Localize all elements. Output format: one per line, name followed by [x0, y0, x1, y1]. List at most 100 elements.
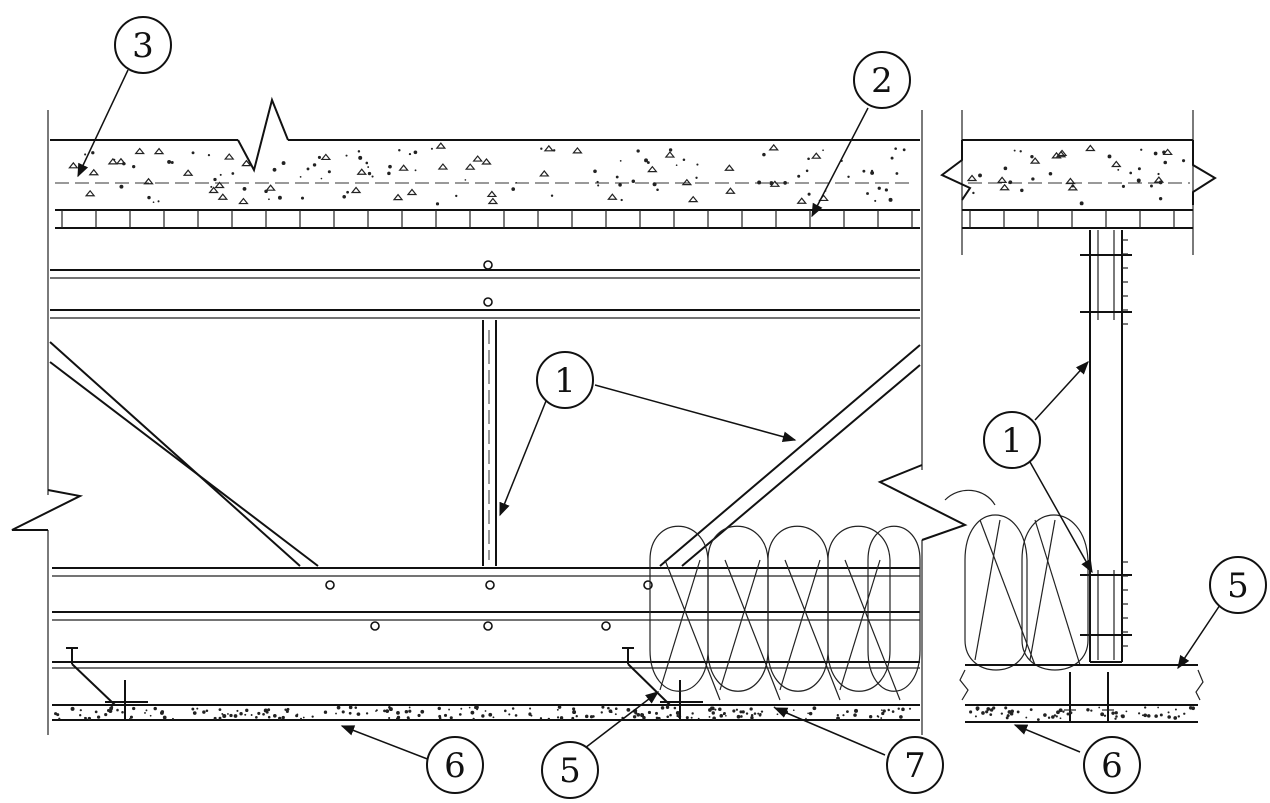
hatch-mark: [153, 706, 157, 711]
hatch-mark: [854, 708, 859, 713]
hatch-mark: [106, 709, 110, 713]
hatch-mark: [822, 149, 824, 152]
hatch-mark: [769, 181, 774, 186]
hatch-mark: [596, 180, 599, 184]
furring-channel: [52, 661, 920, 706]
hatch-mark: [685, 716, 689, 720]
hatch-mark: [327, 170, 331, 174]
hatch-mark: [529, 707, 532, 710]
hatch-mark: [975, 706, 980, 711]
hatch-mark: [488, 712, 493, 717]
hatch-mark: [902, 148, 906, 152]
hatch-mark: [669, 713, 672, 717]
hatch-mark: [113, 158, 116, 161]
callout-2-label: 2: [871, 61, 893, 101]
hatch-mark: [388, 164, 392, 169]
hatch-mark: [760, 710, 764, 713]
hatch-mark: [437, 706, 441, 711]
hatch-mark: [640, 712, 643, 715]
hatch-mark: [408, 717, 410, 720]
hatch-mark: [589, 715, 594, 719]
hatch-mark: [697, 717, 700, 720]
hatch-mark: [244, 713, 247, 716]
hatch-mark: [145, 709, 148, 712]
hatch-mark: [268, 198, 270, 201]
hatch-mark: [877, 186, 881, 190]
hatch-mark: [213, 177, 217, 182]
hatch-mark: [986, 707, 991, 711]
hatch-mark: [398, 164, 409, 171]
hatch-mark: [736, 714, 741, 719]
hatch-mark: [695, 176, 698, 179]
hatch-mark: [149, 714, 152, 717]
hatch-mark: [972, 191, 975, 195]
hatch-mark: [515, 181, 518, 184]
hatch-mark: [608, 709, 613, 713]
hatch-mark: [514, 714, 518, 717]
hatch-mark: [383, 709, 386, 713]
hatch-mark: [107, 157, 119, 165]
joist-web-members: [49, 320, 921, 567]
hatch-mark: [725, 187, 736, 194]
hatch-mark: [539, 717, 543, 720]
hatch-mark: [227, 713, 229, 715]
hatch-mark: [250, 714, 253, 716]
callout-1-main-label: 1: [554, 361, 576, 401]
hatch-mark: [267, 715, 271, 719]
hatch-mark: [406, 188, 418, 196]
hatch-mark: [1067, 183, 1079, 191]
hatch-mark: [797, 174, 801, 178]
hatch-mark: [300, 717, 302, 720]
hatch-mark: [644, 158, 648, 163]
leader-3: [77, 69, 129, 178]
hatch-mark: [660, 706, 665, 710]
joist-top-chord: [50, 260, 920, 319]
hatch-mark: [162, 715, 167, 720]
hatch-mark: [1120, 714, 1124, 718]
bottom-chord-bolt: [370, 621, 380, 631]
callout-6-side: 6: [1083, 736, 1141, 794]
hatch-mark: [735, 708, 739, 711]
hatch-mark: [443, 713, 448, 717]
hatch-mark: [229, 713, 233, 718]
ceiling-board: [52, 705, 920, 721]
hatch-mark: [481, 714, 485, 718]
hatch-mark: [273, 713, 277, 718]
hatch-mark: [1154, 714, 1158, 718]
hatch-mark: [1136, 178, 1141, 183]
hatch-mark: [320, 153, 332, 161]
hatch-mark: [966, 174, 978, 182]
hatch-mark: [757, 712, 760, 715]
hatch-mark: [356, 168, 367, 175]
hatch-mark: [392, 193, 404, 201]
hatch-mark: [346, 190, 349, 194]
hatch-mark: [1107, 154, 1112, 159]
hatch-mark: [1182, 159, 1186, 163]
hatch-mark: [1025, 716, 1028, 719]
hatch-mark: [265, 710, 269, 714]
side-ceiling-board: [965, 672, 1198, 723]
hatch-mark: [666, 715, 669, 719]
hatch-mark: [408, 706, 411, 709]
callout-1-side: 1: [983, 411, 1041, 469]
hatch-mark: [472, 155, 483, 162]
leader-lines: [77, 69, 1221, 761]
hatch-mark: [1174, 708, 1177, 711]
callout-7: 7: [886, 736, 944, 794]
hatch-mark: [572, 707, 576, 711]
hatch-mark: [690, 716, 693, 719]
hatch-mark: [56, 713, 60, 717]
callout-1-main: 1: [536, 351, 594, 409]
hatch-mark: [732, 709, 736, 713]
top-chord-bolt: [483, 297, 493, 307]
hatch-mark: [335, 712, 337, 715]
hatch-mark: [556, 716, 560, 719]
hatch-mark: [1036, 718, 1040, 722]
bottom-chord-bolt: [483, 621, 493, 631]
hatch-mark: [306, 167, 310, 171]
hatch-mark: [233, 714, 238, 718]
hatch-mark: [476, 708, 479, 711]
hatch-mark: [241, 159, 252, 167]
joist-bottom-chord: [52, 567, 920, 631]
hatch-mark: [1129, 171, 1133, 175]
